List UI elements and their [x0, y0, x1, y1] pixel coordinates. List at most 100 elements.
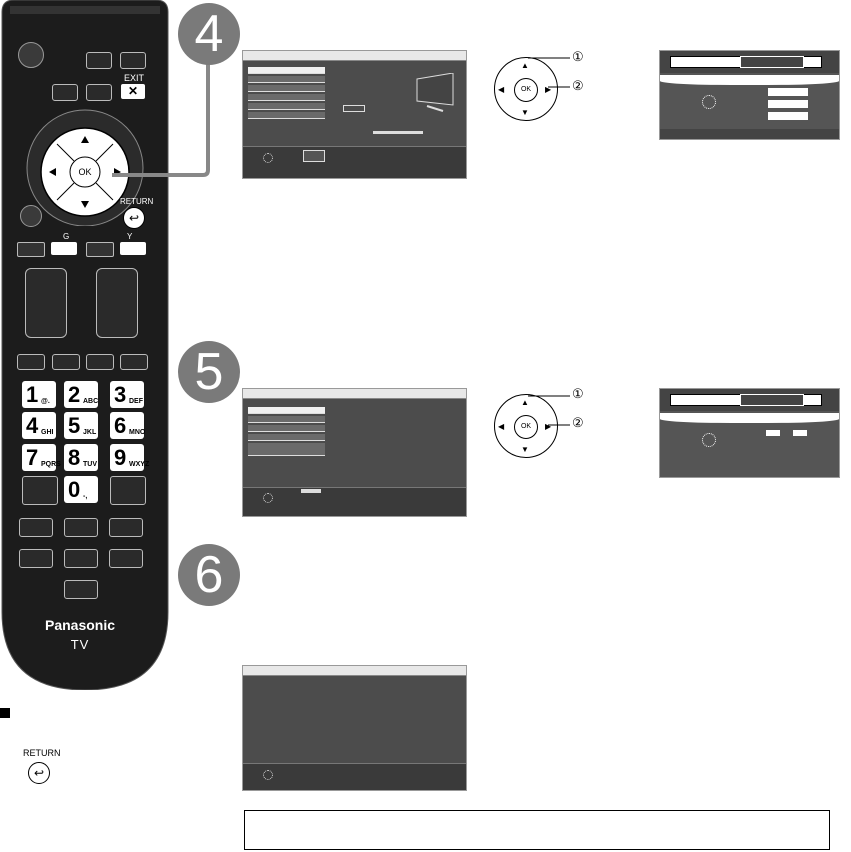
volume-rocker[interactable]	[25, 268, 67, 338]
lower-button-2[interactable]	[64, 518, 98, 537]
menu-row	[248, 76, 325, 83]
key-letters: DEF	[129, 398, 143, 405]
menu-row	[248, 449, 325, 456]
top-button-1[interactable]	[86, 52, 112, 69]
exit-button[interactable]: ✕	[121, 84, 145, 99]
key-0[interactable]: 0-,	[64, 476, 98, 503]
detail-selected	[740, 56, 804, 68]
device-icon	[343, 105, 365, 112]
key-letters: MNO	[129, 429, 146, 436]
color-button-green[interactable]	[51, 242, 77, 255]
key-right-blank[interactable]	[110, 476, 146, 505]
screen-footer	[243, 487, 466, 516]
brand-logo: Panasonic	[44, 617, 116, 633]
return-label: RETURN	[120, 197, 154, 206]
step-6-circle: 6	[178, 544, 240, 606]
menu-row	[248, 103, 325, 110]
return-arrow-icon: ↩	[128, 211, 140, 225]
menu-row	[248, 425, 325, 432]
row-button-2[interactable]	[52, 354, 80, 370]
left-arrow-icon: ◀	[498, 85, 505, 94]
return-arrow-icon: ↩	[33, 766, 45, 780]
return-button[interactable]: ↩	[123, 207, 145, 229]
color-label-g: G	[63, 232, 70, 241]
color-button-red[interactable]	[17, 242, 45, 257]
note-return-label: RETURN	[23, 748, 61, 758]
color-label-y: Y	[127, 232, 133, 241]
key-left-blank[interactable]	[22, 476, 58, 505]
menu-row	[248, 112, 325, 119]
top-button-2[interactable]	[120, 52, 146, 69]
top-button-4[interactable]	[86, 84, 112, 101]
screen-footer	[243, 146, 466, 178]
ok-center: OK	[514, 78, 538, 102]
key-letters: PQRS	[41, 461, 61, 468]
step-5-screen	[242, 388, 467, 517]
close-icon: ✕	[127, 84, 139, 98]
lower-button-1[interactable]	[19, 518, 53, 537]
lower-button-4[interactable]	[19, 549, 53, 568]
screen-title-bar	[243, 389, 466, 399]
key-digit: 3	[114, 382, 127, 407]
step-4-circle: 4	[178, 3, 240, 65]
nav-ring	[26, 109, 144, 226]
key-letters: JKL	[83, 429, 97, 436]
ok-button[interactable]: OK	[78, 167, 92, 177]
slider-bar	[373, 131, 423, 134]
lower-button-6[interactable]	[109, 549, 143, 568]
model-label: TV	[70, 637, 90, 652]
channel-rocker[interactable]	[96, 268, 138, 338]
menu-row	[248, 85, 325, 92]
menu-row	[248, 434, 325, 441]
lower-button-5[interactable]	[64, 549, 98, 568]
row-button-3[interactable]	[86, 354, 114, 370]
detail-box-1	[766, 430, 780, 436]
menu-row-selected	[248, 407, 325, 414]
key-1[interactable]: 1@.	[22, 381, 56, 408]
detail-box-2	[768, 100, 808, 108]
top-button-3[interactable]	[52, 84, 78, 101]
callout-2: ②	[572, 78, 584, 93]
note-return-button: ↩	[28, 762, 50, 784]
down-arrow-icon: ▼	[521, 108, 529, 117]
key-digit: 8	[68, 445, 81, 470]
left-side-button[interactable]	[20, 205, 42, 227]
lower-button-3[interactable]	[109, 518, 143, 537]
row-button-1[interactable]	[17, 354, 45, 370]
key-letters: GHI	[41, 429, 54, 436]
step-6-screen	[242, 665, 467, 791]
color-button-blue[interactable]	[120, 242, 146, 255]
key-letters: @.	[41, 398, 50, 405]
detail-dpad-icon	[702, 95, 716, 109]
footer-dpad-icon	[263, 493, 273, 503]
pad-leaders	[528, 57, 570, 88]
power-button[interactable]	[18, 42, 44, 68]
menu-row	[248, 94, 325, 101]
key-digit: 4	[26, 413, 39, 438]
note-square-icon	[0, 708, 10, 718]
key-digit: 2	[68, 382, 81, 407]
row-button-4[interactable]	[120, 354, 148, 370]
detail-box-3	[768, 112, 808, 120]
left-arrow-icon: ◀	[498, 422, 505, 431]
lower-button-7[interactable]	[64, 580, 98, 599]
detail-divider	[660, 413, 839, 423]
down-arrow-icon: ▼	[521, 445, 529, 454]
color-button-yellow[interactable]	[86, 242, 114, 257]
key-digit: 1	[26, 382, 39, 407]
key-letters: -,	[83, 493, 88, 500]
step-4-detail-screen	[659, 50, 840, 140]
right-arrow-icon: ▶	[545, 422, 552, 431]
detail-divider	[660, 75, 839, 85]
footer-dpad-icon	[263, 153, 273, 163]
ok-center: OK	[514, 415, 538, 439]
